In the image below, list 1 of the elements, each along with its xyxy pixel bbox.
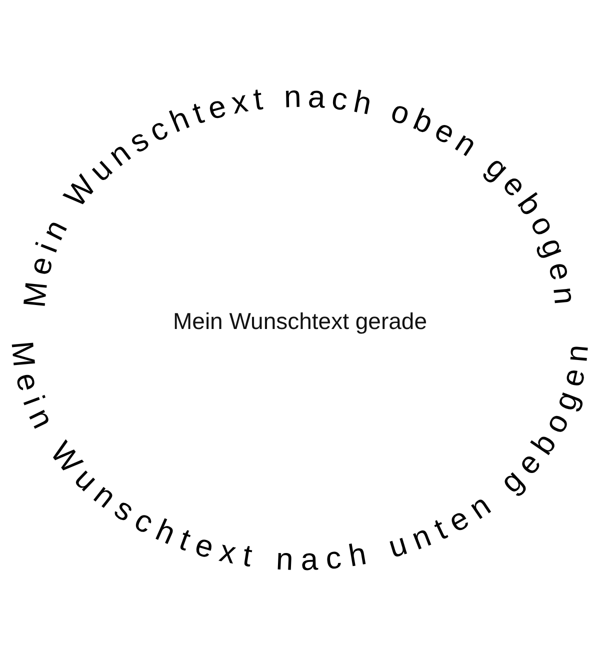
straight-text: Mein Wunschtext gerade: [172, 307, 428, 335]
